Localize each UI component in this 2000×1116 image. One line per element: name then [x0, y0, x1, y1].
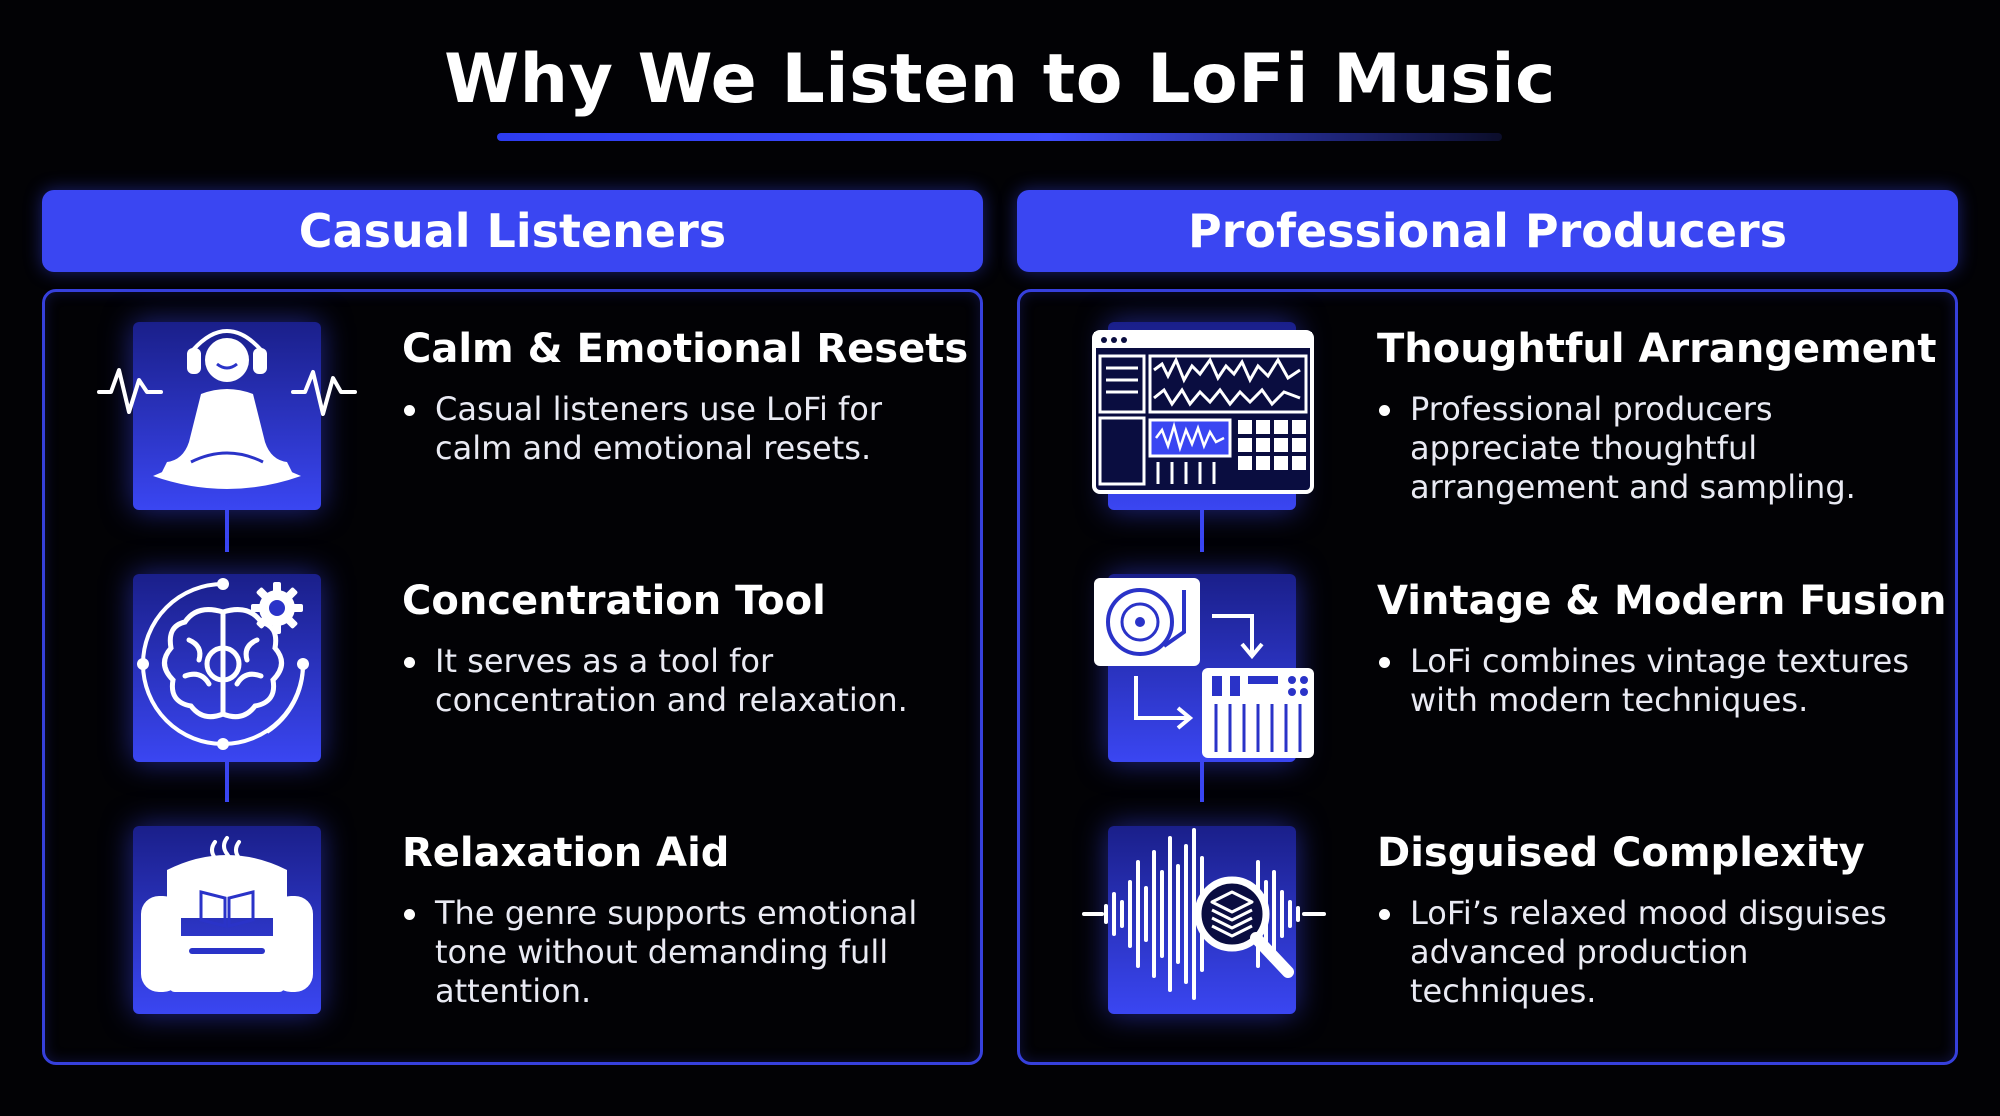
item-bullet: Casual listeners use LoFi for calm and e…: [402, 390, 962, 468]
item-title: Disguised Complexity: [1377, 830, 1865, 876]
item-thoughtful-arrangement: Thoughtful Arrangement Professional prod…: [1020, 292, 1955, 510]
page-title: Why We Listen to LoFi Music: [444, 40, 1556, 119]
item-vintage-modern-fusion: Vintage & Modern Fusion LoFi combines vi…: [1020, 544, 1955, 762]
professional-producers-column: Professional Producers: [1017, 190, 1958, 1065]
turntable-keyboard-icon: [1094, 578, 1314, 758]
item-calm-emotional-resets: Calm & Emotional Resets Casual listeners…: [45, 292, 980, 510]
connector-line: [225, 502, 229, 552]
casual-listeners-panel: Calm & Emotional Resets Casual listeners…: [42, 289, 983, 1065]
armchair-book-icon: [141, 836, 313, 992]
brain-gear-icon: [137, 578, 309, 750]
item-title: Calm & Emotional Resets: [402, 326, 969, 372]
item-title: Relaxation Aid: [402, 830, 730, 876]
professional-producers-panel: Thoughtful Arrangement Professional prod…: [1017, 289, 1958, 1065]
item-bullet: The genre supports emotional tone withou…: [402, 894, 962, 1011]
item-bullet: LoFi’s relaxed mood disguises advanced p…: [1377, 894, 1937, 1011]
meditation-headphones-icon: [97, 329, 357, 489]
casual-listeners-column: Casual Listeners Calm & Em: [42, 190, 983, 1065]
connector-line: [1200, 502, 1204, 552]
title-underline: [497, 133, 1502, 141]
waveform-magnifier-icon: [1082, 828, 1326, 1000]
item-bullet: LoFi combines vintage textures with mode…: [1377, 642, 1937, 720]
item-title: Concentration Tool: [402, 578, 826, 624]
item-bullet: It serves as a tool for concentration an…: [402, 642, 962, 720]
connector-line: [1200, 752, 1204, 802]
item-disguised-complexity: Disguised Complexity LoFi’s relaxed mood…: [1020, 796, 1955, 1014]
item-bullet: Professional producers appreciate though…: [1377, 390, 1937, 507]
item-relaxation-aid: Relaxation Aid The genre supports emotio…: [45, 796, 980, 1014]
item-title: Thoughtful Arrangement: [1377, 326, 1937, 372]
connector-line: [225, 752, 229, 802]
casual-listeners-header: Casual Listeners: [42, 190, 983, 272]
item-concentration-tool: Concentration Tool It serves as a tool f…: [45, 544, 980, 762]
item-title: Vintage & Modern Fusion: [1377, 578, 1947, 624]
professional-producers-header: Professional Producers: [1017, 190, 1958, 272]
daw-window-icon: [1092, 330, 1314, 494]
